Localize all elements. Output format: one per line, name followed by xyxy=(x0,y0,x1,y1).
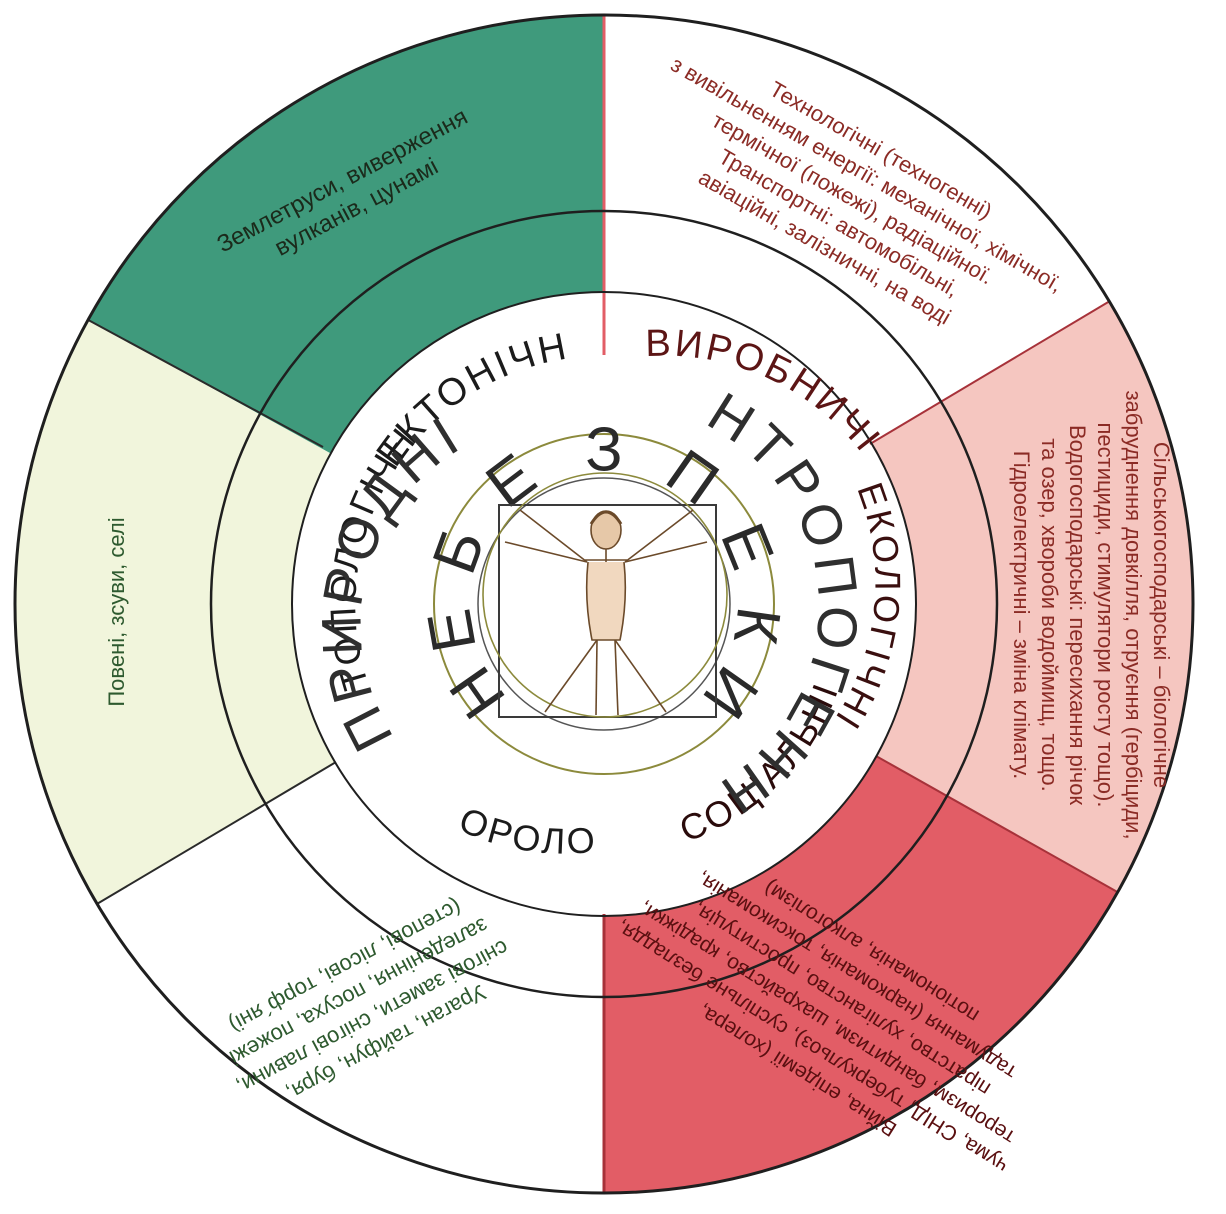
description-line: забруднення довкілля, отруєння (гербіцид… xyxy=(1121,390,1146,839)
vitruvian-man-icon xyxy=(482,472,728,718)
description-line: Сільськогосподарські – біологічне xyxy=(1149,442,1174,788)
separator-line xyxy=(96,761,337,905)
group-ring xyxy=(433,433,775,775)
description-line: Гідроелектричні – зміна клімату. xyxy=(1009,451,1034,779)
center-ring xyxy=(477,477,731,731)
separator-line xyxy=(875,755,1119,894)
description-topological: Повені, зсуви, селі xyxy=(104,517,129,706)
outer-circle xyxy=(13,13,1195,1195)
description-ecological: Сільськогосподарські – біологічнезабрудн… xyxy=(1009,390,1174,839)
description-line: пестициди, стимулятори росту тощо). xyxy=(1093,423,1118,808)
category-ring-outer xyxy=(209,209,999,999)
description-line: Повені, зсуви, селі xyxy=(104,517,129,706)
description-line: Водогосподарські: пересихання річок xyxy=(1065,425,1090,805)
description-line: та озер, хвороби водоймищ, тощо. xyxy=(1037,438,1062,791)
category-ring-inner xyxy=(291,291,917,917)
separator-line xyxy=(88,319,324,448)
separator-line xyxy=(869,300,1110,445)
